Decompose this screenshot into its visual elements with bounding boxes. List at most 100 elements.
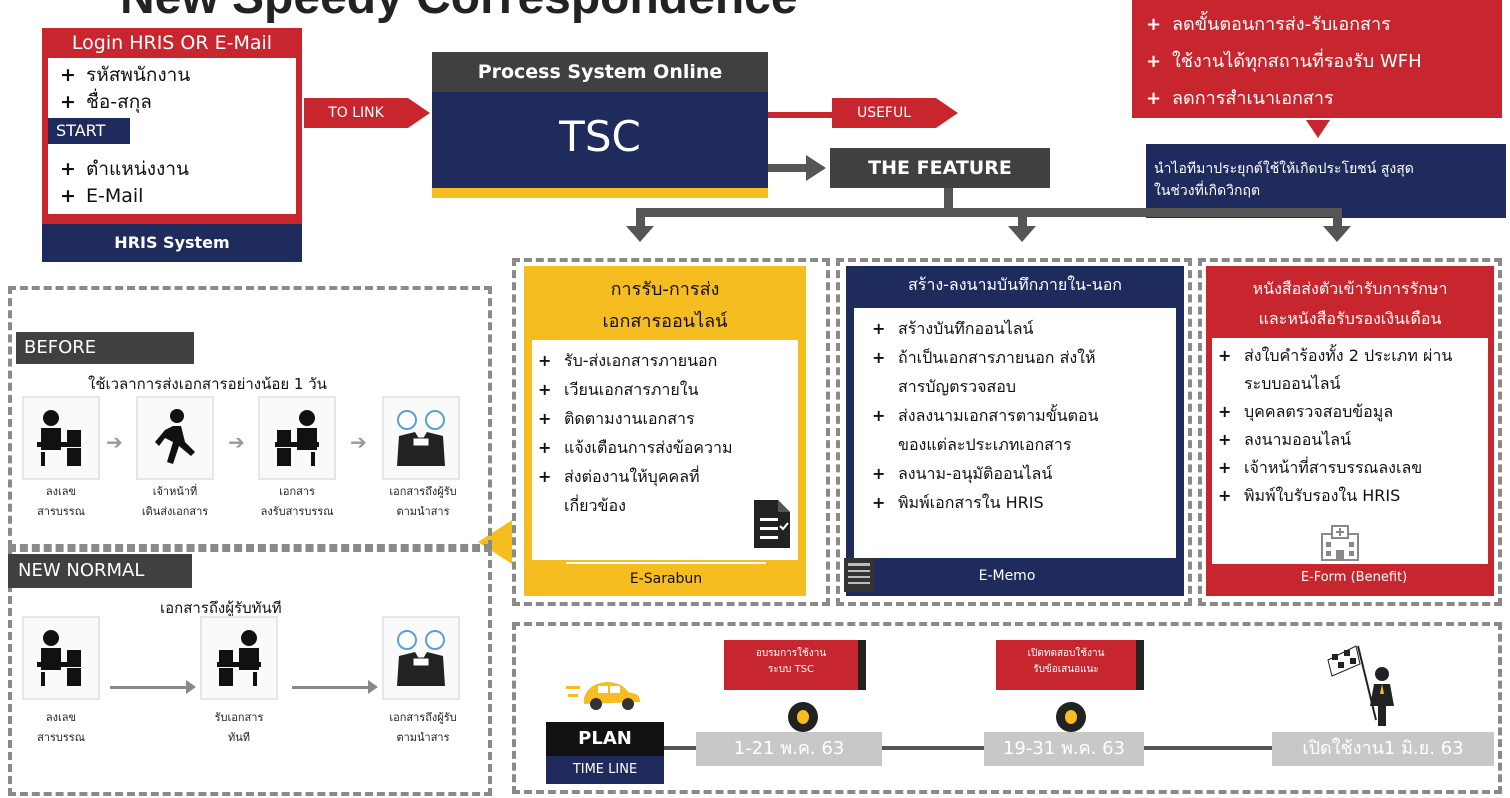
new-normal-caption-3: เอกสารถึงผู้รับตามนำสาร	[389, 711, 457, 744]
list-item: เวียนเอกสารภายใน	[532, 375, 794, 404]
feature-drop-3	[1333, 208, 1342, 230]
walking-person-icon	[155, 409, 195, 464]
eform-footer: E-Form (Benefit)	[1266, 562, 1442, 590]
ememo-footer: E-Memo	[912, 560, 1102, 592]
arrow-icon: ➔	[106, 430, 123, 454]
list-item: สร้างบันทึกออนไลน์	[866, 314, 1156, 343]
list-item: ชื่อ-สกุล	[54, 89, 190, 116]
new-normal-step-3	[382, 616, 460, 700]
login-fields-bottom: ตำแหน่งงาน E-Mail	[54, 156, 189, 210]
before-frame	[8, 286, 492, 548]
benefits-list: ลดขั้นตอนการส่ง-รับเอกสาร ใช้งานได้ทุกสถ…	[1140, 6, 1422, 117]
ememo-title: สร้าง-ลงนามบันทึกภายใน-นอก	[907, 275, 1122, 294]
title-line-2: และหนังสือรับรองเงินเดือน	[1258, 309, 1442, 328]
list-item: พิมพ์ใบรับรองใน HRIS	[1212, 482, 1488, 510]
feature-arrow-3	[1323, 226, 1351, 242]
page-title: New Speedy Correspondence	[120, 0, 798, 25]
milestone-dot-2	[1056, 702, 1086, 732]
feature-arrow-2	[1008, 226, 1036, 242]
to-link-arrow: TO LINK	[304, 98, 408, 128]
useful-connector	[768, 112, 832, 118]
eform-title: หนังสือส่งตัวเข้ารับการรักษา และหนังสือร…	[1206, 274, 1494, 334]
useful-arrowhead	[936, 98, 958, 128]
useful-arrow: USEFUL	[832, 98, 936, 128]
list-item: E-Mail	[54, 183, 189, 210]
ememo-frame	[836, 258, 1192, 606]
login-title: Login HRIS OR E-Mail	[71, 32, 273, 54]
list-item: รับ-ส่งเอกสารภายนอก	[532, 346, 794, 375]
arrow-icon	[368, 680, 378, 694]
list-item: ส่งใบคำร้องทั้ง 2 ประเภท ผ่านระบบออนไลน์	[1212, 342, 1488, 398]
before-caption-3: เอกสารลงรับสารบรรณ	[260, 485, 334, 518]
arrow-icon	[186, 680, 196, 694]
plan-label: PLAN	[546, 722, 664, 756]
list-item: รหัสพนักงาน	[54, 62, 190, 89]
new-normal-caption-2: รับเอกสารทันที	[214, 711, 264, 744]
list-item: ลงนาม-อนุมัติออนไลน์	[866, 459, 1156, 488]
login-fields-top: รหัสพนักงาน ชื่อ-สกุล	[54, 62, 190, 116]
before-caption-2: เจ้าหน้าที่เดินส่งเอกสาร	[141, 485, 209, 518]
benefits-arrowhead	[1306, 120, 1330, 138]
desk-worker-icon	[37, 630, 81, 686]
arrow-line	[292, 686, 372, 689]
timeline-sub: TIME LINE	[546, 756, 664, 784]
eform-frame	[1198, 258, 1502, 606]
list-item: ส่งลงนามเอกสารตามขั้นตอนของแต่ละประเภทเอ…	[866, 401, 1116, 459]
plan-frame	[512, 622, 1502, 794]
eform-list: ส่งใบคำร้องทั้ง 2 ประเภท ผ่านระบบออนไลน์…	[1212, 342, 1488, 510]
tsc-box: TSC	[432, 92, 768, 188]
list-item: ส่งต่องานให้บุคคลที่เกี่ยวข้อง	[532, 462, 732, 520]
esarabun-title: การรับ-การส่ง เอกสารออนไลน์	[524, 274, 806, 338]
list-item: ใช้งานได้ทุกสถานที่รองรับ WFH	[1140, 43, 1422, 80]
before-step-4	[382, 396, 460, 480]
feature-arrow-1	[626, 226, 654, 242]
ememo-list: สร้างบันทึกออนไลน์ ถ้าเป็นเอกสารภายนอก ส…	[866, 314, 1156, 517]
list-item: ติดตามงานเอกสาร	[532, 404, 794, 433]
pointer-triangle	[478, 520, 512, 564]
list-item: ลดการสำเนาเอกสาร	[1140, 80, 1422, 117]
summary-line-1: นำไอทีมาประยุกต์ใช้ให้เกิดประโยชน์ สูงสุ…	[1154, 161, 1414, 177]
feature-stem	[944, 188, 953, 214]
list-item: ถ้าเป็นเอกสารภายนอก ส่งให้สารบัญตรวจสอบ	[866, 343, 1106, 401]
esarabun-frame	[512, 258, 830, 606]
final-milestone: เปิดใช้งาน1 มิ.ย. 63	[1272, 732, 1494, 766]
before-label: BEFORE	[16, 332, 194, 364]
new-normal-note: เอกสารถึงผู้รับทันที	[160, 599, 282, 617]
title-line-1: การรับ-การส่ง	[610, 279, 720, 300]
summary-line-2: ในช่วงที่เกิดวิกฤต	[1154, 183, 1261, 199]
new-normal-label: NEW NORMAL	[8, 554, 192, 588]
before-caption-1: ลงเลขสารบรรณ	[37, 485, 85, 518]
arrow-icon: ➔	[350, 430, 367, 454]
before-caption-4: เอกสารถึงผู้รับตามนำสาร	[389, 485, 457, 518]
arrow-icon: ➔	[228, 430, 245, 454]
before-step-3	[258, 396, 336, 480]
start-badge: START	[48, 118, 130, 144]
new-normal-step-1	[22, 616, 100, 700]
new-normal-caption-1: ลงเลขสารบรรณ	[37, 711, 85, 744]
before-step-2	[136, 396, 214, 480]
list-item: เจ้าหน้าที่สารบรรณลงเลข	[1212, 454, 1488, 482]
arrow-line	[110, 686, 190, 689]
benefits-summary: นำไอทีมาประยุกต์ใช้ให้เกิดประโยชน์ สูงสุ…	[1146, 144, 1506, 218]
feature-drop-1	[636, 208, 645, 230]
handshake-icon	[397, 630, 445, 686]
feature-bar	[636, 208, 1342, 217]
list-item: ลดขั้นตอนการส่ง-รับเอกสาร	[1140, 6, 1422, 43]
milestone-event-2: เปิดทดสอบใช้งานรับข้อเสนอแนะ	[996, 640, 1144, 690]
desk-worker-icon	[37, 410, 81, 466]
tsc-underline	[432, 188, 768, 198]
title-line-2: เอกสารออนไลน์	[602, 311, 728, 332]
feature-label: THE FEATURE	[830, 148, 1050, 188]
newspaper-icon	[844, 558, 874, 592]
list-item: บุคคลตรวจสอบข้อมูล	[1212, 398, 1488, 426]
hris-system-label: HRIS System	[42, 224, 302, 262]
process-header: Process System Online	[432, 52, 768, 92]
feature-connector	[768, 164, 808, 172]
finish-flag-icon	[1327, 645, 1394, 726]
document-check-icon	[754, 500, 790, 548]
list-item: ตำแหน่งงาน	[54, 156, 189, 183]
hospital-icon	[1321, 525, 1359, 561]
esarabun-footer: E-Sarabun	[566, 562, 766, 592]
list-item: ลงนามออนไลน์	[1212, 426, 1488, 454]
list-item: แจ้งเตือนการส่งข้อความ	[532, 433, 794, 462]
